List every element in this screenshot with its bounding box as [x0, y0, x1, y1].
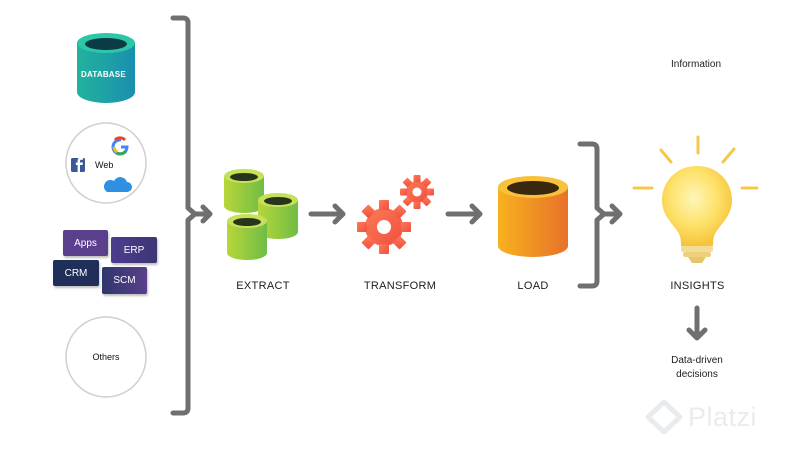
- database-icon: [77, 33, 135, 103]
- platzi-logo: [645, 399, 683, 435]
- load-icon: [498, 176, 568, 257]
- transform-label: TRANSFORM: [363, 280, 437, 292]
- web-label: Web: [95, 160, 114, 170]
- apps-box: Apps: [63, 230, 108, 256]
- extract-label: EXTRACT: [236, 280, 290, 292]
- arrow-to-transform: [308, 203, 346, 225]
- sources-bracket: [170, 15, 198, 416]
- scm-label: SCM: [113, 275, 136, 286]
- load-label: LOAD: [517, 280, 549, 292]
- erp-label: ERP: [123, 244, 145, 256]
- extract-icon: [224, 169, 298, 260]
- arrow-to-insights: [601, 203, 623, 225]
- google-icon: [111, 136, 129, 156]
- crm-label: CRM: [64, 267, 88, 279]
- crm-box: CRM: [53, 260, 99, 286]
- decisions-line1: Data-driven: [671, 355, 723, 366]
- facebook-icon: [71, 157, 85, 172]
- arrow-to-decisions: [686, 305, 708, 341]
- erp-box: ERP: [111, 237, 157, 263]
- others-circle: [65, 316, 147, 398]
- lightbulb-icon: [632, 135, 759, 263]
- gears-icon: [357, 175, 434, 254]
- others-label: Others: [92, 352, 120, 362]
- decisions-line2: decisions: [676, 369, 718, 380]
- cloud-icon: [103, 177, 132, 192]
- database-label: DATABASE: [81, 70, 126, 79]
- arrow-to-extract: [192, 204, 213, 224]
- load-bracket: [577, 141, 607, 289]
- insights-label: INSIGHTS: [670, 280, 725, 292]
- information-label: Information: [670, 59, 722, 70]
- scm-box: SCM: [102, 267, 147, 294]
- platzi-watermark: Platzi: [688, 402, 758, 432]
- apps-label: Apps: [74, 237, 97, 249]
- arrow-to-load: [445, 203, 483, 225]
